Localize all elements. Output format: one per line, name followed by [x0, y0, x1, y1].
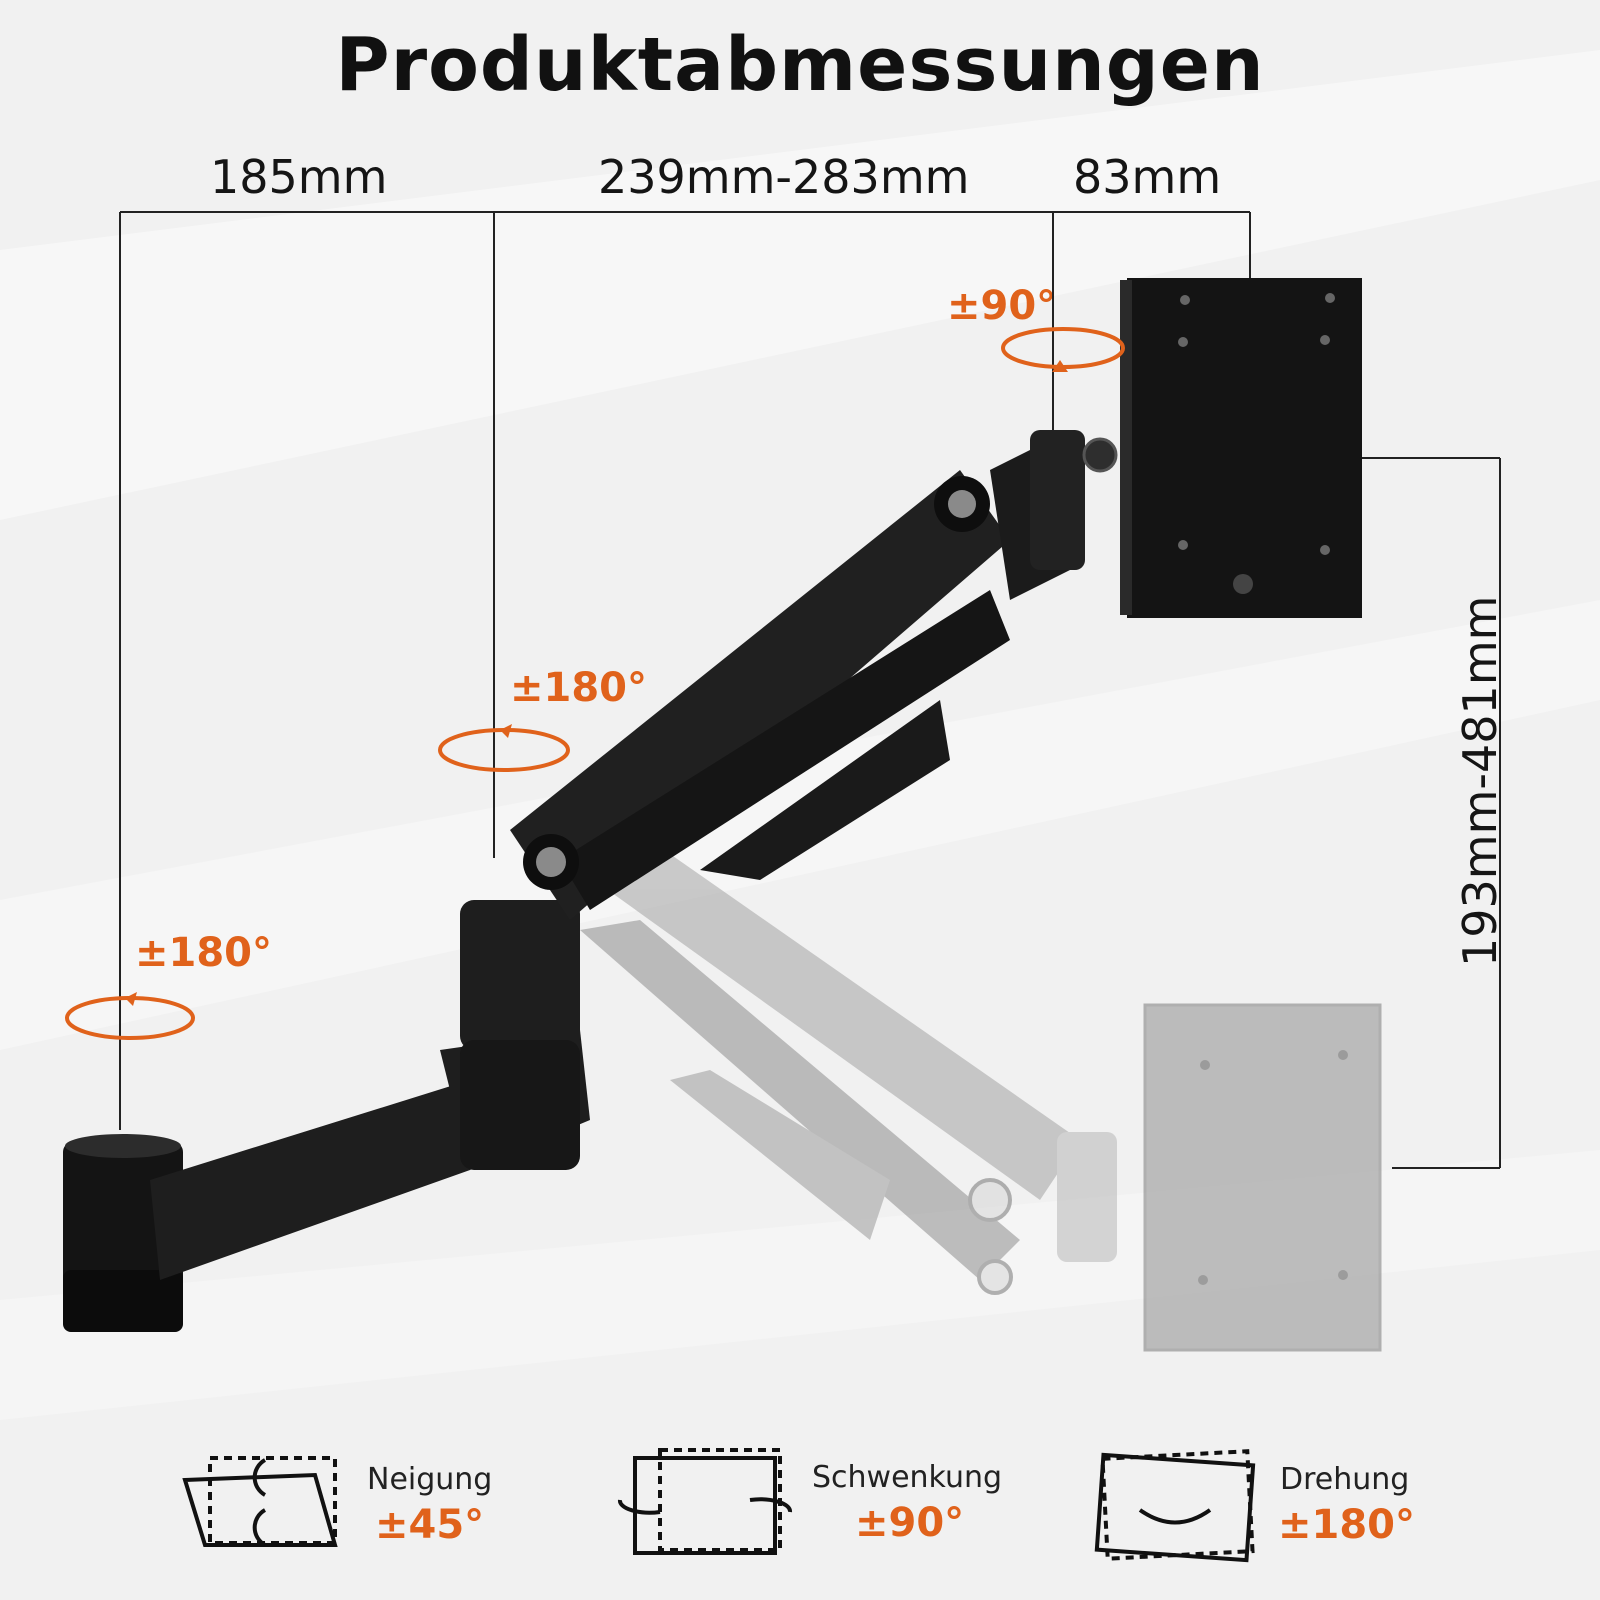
dimension-base-arm: 185mm: [210, 150, 388, 204]
rotation-arrow-elbow: [438, 724, 570, 772]
feature-rotation-value: ±180°: [1278, 1502, 1416, 1548]
swivel-icon: [617, 1448, 793, 1555]
dimension-head: 83mm: [1073, 150, 1222, 204]
dimension-lines: [119, 211, 1501, 1169]
rotation-label-head: ±90°: [947, 283, 1057, 329]
feature-tilt-value: ±45°: [375, 1502, 485, 1548]
feature-swivel-value: ±90°: [855, 1500, 965, 1546]
vesa-plate: [1082, 278, 1362, 618]
upper-arm: [510, 430, 1085, 920]
rotation-label-base: ±180°: [135, 930, 273, 976]
tilt-icon: [182, 1456, 338, 1547]
rotation-label-elbow: ±180°: [510, 665, 648, 711]
feature-rotation-label: Drehung: [1280, 1462, 1410, 1497]
ghost-arm: [580, 840, 1382, 1352]
lower-arm: [150, 900, 590, 1280]
feature-tilt-label: Neigung: [367, 1462, 493, 1497]
rotation-arrow-base: [65, 992, 195, 1040]
feature-swivel-label: Schwenkung: [812, 1460, 1003, 1495]
page-title: Produktabmessungen: [335, 22, 1265, 108]
rotation-icon: [1094, 1449, 1256, 1563]
rotation-arrow-head: [1001, 327, 1125, 372]
dimension-upper-arm: 239mm-283mm: [598, 150, 970, 204]
